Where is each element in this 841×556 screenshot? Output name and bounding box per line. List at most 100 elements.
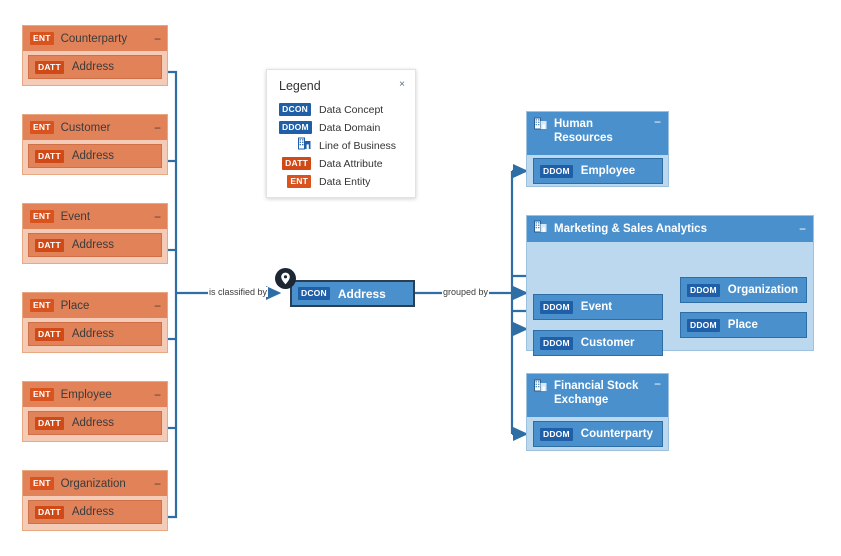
datt-badge: DATT — [35, 238, 64, 252]
attribute-row[interactable]: DATT Address — [28, 233, 162, 257]
entity-title: Counterparty — [60, 32, 128, 45]
legend-key: DCON — [279, 101, 311, 119]
legend-header: Legend × — [279, 79, 405, 93]
legend-label: Data Domain — [319, 122, 381, 134]
domain-node-employee[interactable]: DDOM Employee — [533, 158, 663, 184]
domain-label: Event — [580, 301, 613, 313]
entity-body: DATT Address — [23, 229, 167, 263]
domain-node-organization[interactable]: DDOM Organization — [680, 277, 807, 303]
domain-label: Employee — [580, 165, 636, 177]
attribute-row[interactable]: DATT Address — [28, 322, 162, 346]
legend-label: Data Concept — [319, 104, 384, 116]
domain-node-counterparty[interactable]: DDOM Counterparty — [533, 421, 663, 447]
legend-item-line-of-business: Line of Business — [279, 137, 405, 155]
attribute-label: Address — [71, 239, 115, 251]
ddom-badge: DDOM — [540, 164, 573, 178]
entity-header[interactable]: ENT Place − — [23, 293, 167, 318]
entity-header[interactable]: ENT Event − — [23, 204, 167, 229]
legend-item-data-domain: DDOM Data Domain — [279, 119, 405, 137]
domain-label: Customer — [580, 337, 635, 349]
building-icon — [534, 117, 547, 135]
legend-key: DDOM — [279, 119, 312, 137]
collapse-icon[interactable]: − — [153, 120, 161, 135]
collapse-icon[interactable]: − — [153, 31, 161, 46]
legend-label: Data Attribute — [319, 158, 383, 170]
collapse-icon[interactable]: − — [653, 377, 661, 391]
close-icon[interactable]: × — [399, 79, 405, 90]
lob-header[interactable]: Human Resources − — [527, 112, 668, 155]
datt-badge: DATT — [35, 149, 64, 163]
lob-header[interactable]: Financial Stock Exchange − — [527, 374, 668, 417]
domain-node-event[interactable]: DDOM Event — [533, 294, 663, 320]
ddom-badge: DDOM — [687, 318, 720, 332]
entity-card-employee[interactable]: ENT Employee − DATT Address — [22, 381, 168, 442]
lob-group-marketing-sales-analytics[interactable]: Marketing & Sales Analytics − DDOM Organ… — [526, 215, 814, 356]
datt-badge: DATT — [35, 327, 64, 341]
attribute-row[interactable]: DATT Address — [28, 144, 162, 168]
datt-badge: DATT — [282, 157, 311, 171]
entity-header[interactable]: ENT Organization − — [23, 471, 167, 496]
legend-key: DATT — [279, 155, 311, 173]
collapse-icon[interactable]: − — [798, 221, 806, 236]
collapse-icon[interactable]: − — [653, 115, 661, 129]
legend-title: Legend — [279, 79, 321, 93]
entity-body: DATT Address — [23, 407, 167, 441]
collapse-icon[interactable]: − — [153, 387, 161, 402]
domain-node-place[interactable]: DDOM Place — [680, 312, 807, 338]
ent-badge: ENT — [30, 32, 54, 45]
entity-card-event[interactable]: ENT Event − DATT Address — [22, 203, 168, 264]
legend-key: ENT — [279, 173, 311, 191]
entity-body: DATT Address — [23, 318, 167, 352]
ent-badge: ENT — [30, 121, 54, 134]
domain-node-customer[interactable]: DDOM Customer — [533, 330, 663, 356]
entity-title: Customer — [60, 121, 111, 134]
entity-card-counterparty[interactable]: ENT Counterparty − DATT Address — [22, 25, 168, 86]
attribute-row[interactable]: DATT Address — [28, 55, 162, 79]
legend-panel[interactable]: Legend × DCON Data Concept DDOM Data Dom… — [266, 69, 416, 198]
entity-body: DATT Address — [23, 496, 167, 530]
domain-label: Counterparty — [580, 428, 653, 440]
ddom-badge: DDOM — [540, 427, 573, 441]
attribute-row[interactable]: DATT Address — [28, 500, 162, 524]
datt-badge: DATT — [35, 60, 64, 74]
ddom-badge: DDOM — [540, 300, 573, 314]
collapse-icon[interactable]: − — [153, 209, 161, 224]
entity-card-place[interactable]: ENT Place − DATT Address — [22, 292, 168, 353]
legend-label: Data Entity — [319, 176, 371, 188]
attribute-row[interactable]: DATT Address — [28, 411, 162, 435]
lob-group-human-resources[interactable]: Human Resources − DDOM Employee — [526, 111, 669, 187]
entity-title: Employee — [60, 388, 112, 401]
entity-header[interactable]: ENT Customer − — [23, 115, 167, 140]
ddom-badge: DDOM — [687, 283, 720, 297]
ent-badge: ENT — [30, 210, 54, 223]
dcon-badge: DCON — [279, 103, 311, 117]
domain-label: Organization — [727, 284, 799, 296]
dcon-badge: DCON — [298, 287, 330, 300]
lob-body: DDOM Employee — [527, 155, 668, 186]
lob-header[interactable]: Marketing & Sales Analytics − — [527, 216, 813, 242]
entity-body: DATT Address — [23, 51, 167, 85]
building-icon — [298, 137, 311, 155]
lob-group-financial-stock-exchange[interactable]: Financial Stock Exchange − DDOM Counterp… — [526, 373, 669, 451]
collapse-icon[interactable]: − — [153, 298, 161, 313]
edge-label-is-classified-by: is classified by — [208, 287, 269, 297]
ent-badge: ENT — [30, 388, 54, 401]
entity-card-customer[interactable]: ENT Customer − DATT Address — [22, 114, 168, 175]
entity-card-organization[interactable]: ENT Organization − DATT Address — [22, 470, 168, 531]
collapse-icon[interactable]: − — [153, 476, 161, 491]
datt-badge: DATT — [35, 505, 64, 519]
legend-key — [279, 137, 311, 155]
entity-header[interactable]: ENT Employee − — [23, 382, 167, 407]
lob-body: DDOM Organization DDOM Event DDOM Place … — [527, 242, 813, 356]
domain-label: Place — [727, 319, 758, 331]
ddom-badge: DDOM — [540, 336, 573, 350]
entity-body: DATT Address — [23, 140, 167, 174]
legend-label: Line of Business — [319, 140, 397, 152]
building-icon — [534, 220, 547, 238]
concept-node-address[interactable]: DCON Address — [290, 280, 415, 307]
entity-header[interactable]: ENT Counterparty − — [23, 26, 167, 51]
ent-badge: ENT — [287, 175, 311, 189]
lob-body: DDOM Counterparty — [527, 417, 668, 450]
ddom-badge: DDOM — [279, 121, 312, 135]
